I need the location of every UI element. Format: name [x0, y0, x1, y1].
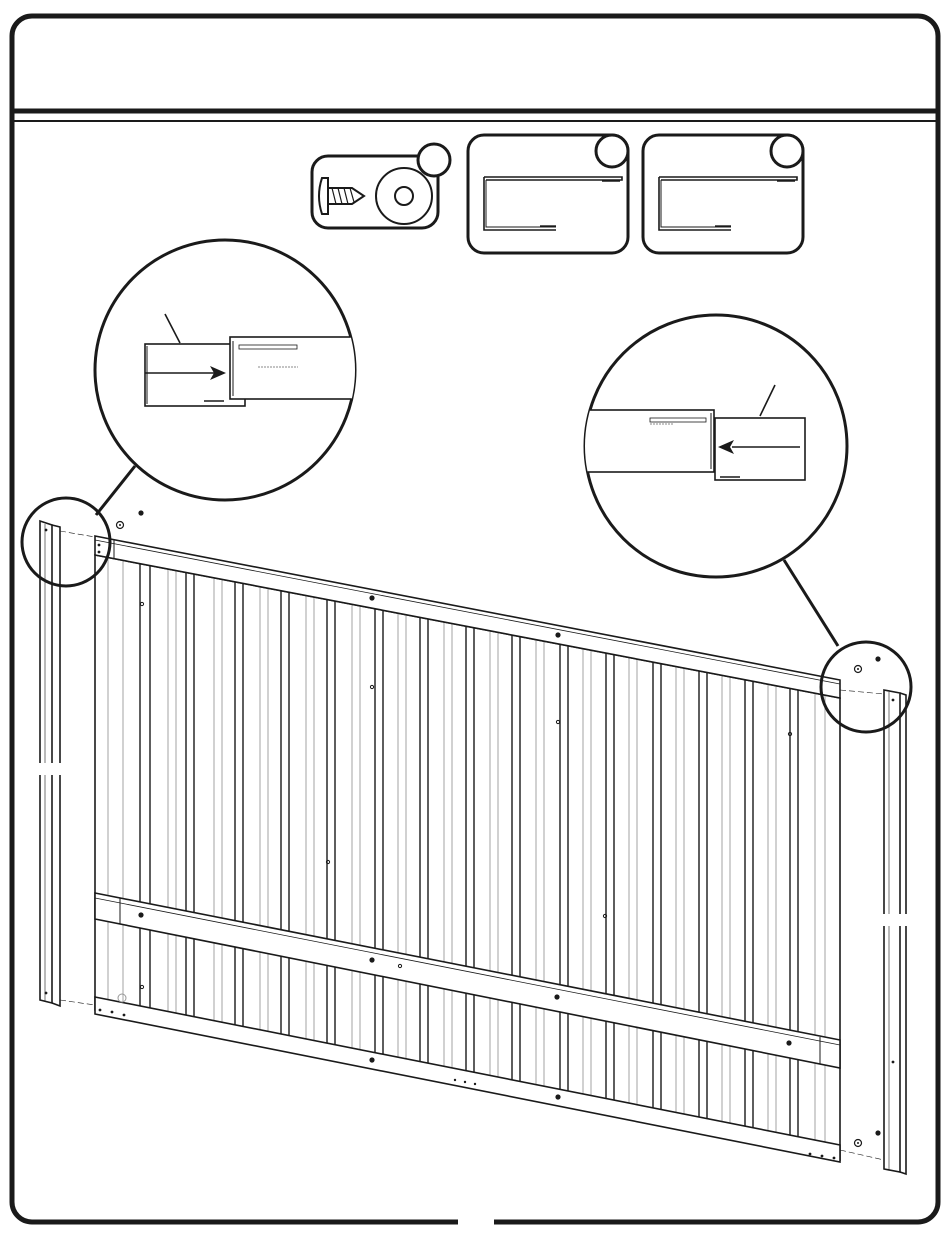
part-rail-a: [468, 135, 628, 253]
rail-icon: [659, 177, 797, 230]
callout-connector: [96, 466, 135, 515]
fasteners-top-left: [117, 510, 144, 528]
wall-panel-assembly: [38, 510, 910, 1174]
rail-icon: [484, 177, 622, 230]
screw-icon: [319, 178, 364, 214]
callout-connector: [784, 560, 838, 646]
part-rail-b: [643, 135, 803, 253]
fasteners-top-right: [855, 656, 881, 672]
wall-sheet: [95, 555, 840, 1160]
right-splice-detail: [575, 315, 847, 646]
fasteners-bottom-right: [855, 1130, 881, 1146]
right-corner-post: [840, 690, 910, 1174]
washer-icon: [376, 168, 432, 224]
part-screw-washer: [312, 144, 450, 228]
left-splice-detail: [95, 240, 370, 515]
left-corner-post: [38, 521, 95, 1006]
